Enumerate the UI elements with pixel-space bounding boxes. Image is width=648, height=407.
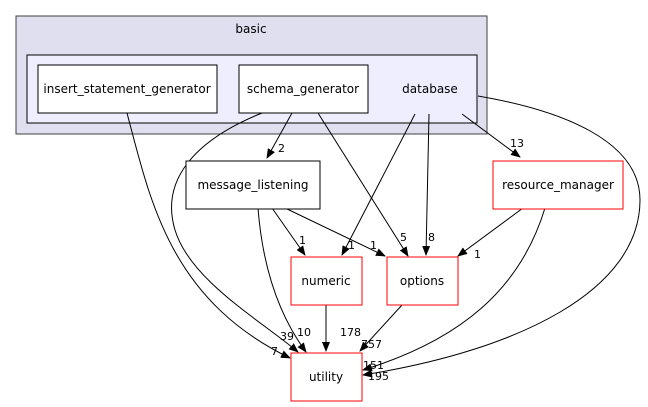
node-label: options [400,274,444,288]
edge-message-numeric [271,207,306,256]
node-message-listening[interactable]: message_listening [185,160,321,210]
edge-schema-message-listening [266,112,293,159]
edge-label: 13 [510,137,524,150]
edge-resource-options [457,207,524,257]
edge-label: 8 [428,231,435,244]
node-numeric[interactable]: numeric [290,256,363,306]
node-insert-statement-generator[interactable]: insert_statement_generator [37,64,218,114]
edge-label: 2 [278,142,285,155]
edges [126,95,641,378]
node-schema-generator[interactable]: schema_generator [238,64,369,114]
node-utility[interactable]: utility [290,352,363,402]
edge-label: 5 [400,231,407,244]
edge-label: 1 [299,234,306,247]
edge-label: 151 [363,359,384,372]
node-label: utility [309,370,343,384]
edge-message-utility [257,207,307,353]
edge-schema-utility [171,112,299,353]
edge-label: 178 [340,326,361,339]
node-resource-manager[interactable]: resource_manager [492,160,624,210]
edge-labels: 13 2 1 1 1 5 8 1 39 10 178 757 7 151 195 [271,137,524,383]
edge-label: 1 [348,239,355,252]
node-label: schema_generator [247,82,359,96]
node-options[interactable]: options [386,256,459,306]
edge-database-numeric [341,113,416,256]
edge-label: 1 [370,239,377,252]
edge-label: 1 [474,248,481,261]
node-database-label[interactable]: database [402,82,458,96]
edge-options-utility [359,304,403,352]
edge-message-options [284,207,386,257]
edge-label: 195 [368,370,389,383]
edge-resource-utility [362,207,546,372]
cluster-basic-label: basic [235,22,266,36]
edge-database-options [422,113,431,256]
node-label: message_listening [197,178,308,192]
edge-label: 39 [280,330,294,343]
node-label: numeric [301,274,350,288]
edge-label: 757 [361,338,382,351]
edge-database-resource-manager [461,113,521,158]
node-label: resource_manager [502,178,614,192]
edge-label: 7 [271,345,278,358]
edge-schema-options [317,112,409,257]
node-label: insert_statement_generator [43,82,210,96]
edge-label: 10 [297,326,311,339]
edge-database-utility [362,95,641,378]
edge-insert-utility [126,112,291,359]
